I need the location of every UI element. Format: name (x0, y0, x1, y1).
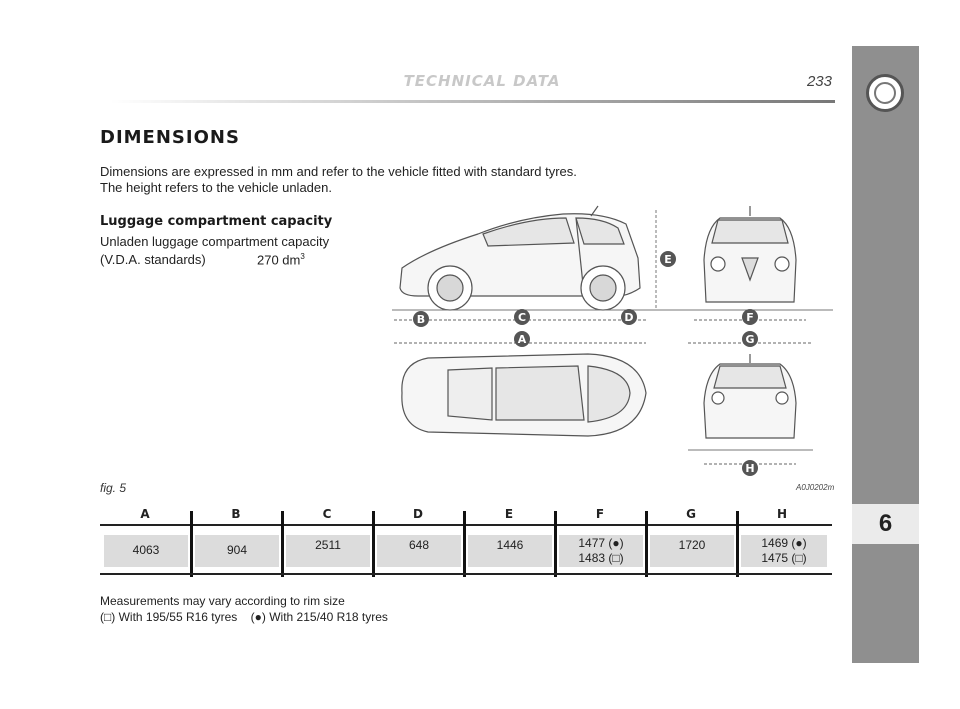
cell-value-a: 4063 (132, 543, 160, 557)
dimension-marker-h-label: H (745, 462, 754, 475)
column-divider (736, 511, 739, 577)
column-divider (281, 511, 284, 577)
table-cell (104, 535, 188, 567)
dimension-marker-c-label: C (518, 311, 526, 324)
dimension-marker-a-label: A (518, 333, 527, 346)
column-header-b: B (231, 507, 241, 521)
table-cell (377, 535, 461, 567)
column-header-a: A (140, 507, 150, 521)
cell-value-f-2: 1483 (□) (578, 551, 624, 565)
table-cell (468, 535, 552, 567)
table-cell (286, 535, 370, 567)
luggage-line: Unladen luggage compartment capacity (100, 234, 330, 249)
column-divider (554, 511, 557, 577)
page-number: 233 (806, 73, 832, 90)
table-cell (741, 535, 827, 567)
dimension-marker-f-label: F (746, 311, 754, 324)
table-bottom-rule (100, 573, 832, 575)
dimension-marker-c: C (514, 309, 530, 325)
chapter-sidebar (852, 46, 919, 663)
column-header-d: D (413, 507, 423, 521)
column-divider (463, 511, 466, 577)
dimension-marker-g-label: G (745, 333, 754, 346)
cell-value-h-2: 1475 (□) (761, 551, 807, 565)
cell-value-h-1: 1469 (●) (761, 536, 807, 550)
intro-line: Dimensions are expressed in mm and refer… (100, 164, 577, 179)
luggage-heading: Luggage compartment capacity (100, 214, 333, 229)
intro-line: The height refers to the vehicle unladen… (100, 180, 332, 195)
brand-logo-icon (866, 74, 904, 112)
rear-view-car (703, 354, 797, 439)
dimension-marker-d-label: D (624, 311, 633, 324)
intro-text: Dimensions are expressed in mm and refer… (100, 164, 577, 196)
column-header-c: C (322, 507, 332, 521)
column-header-e: E (504, 507, 514, 521)
figure-code: A0J0202m (796, 483, 835, 492)
dimension-marker-b-label: B (417, 313, 425, 326)
header-rule (110, 100, 835, 103)
luggage-capacity-number: 270 dm (257, 252, 301, 268)
luggage-standard-label: (V.D.A. standards) (100, 252, 206, 267)
cell-value-e: 1446 (496, 538, 524, 552)
footnote-legend: (□) With 195/55 R16 tyres (●) With 215/4… (100, 610, 388, 624)
luggage-capacity-sup: 3 (300, 252, 305, 261)
table-cell (559, 535, 643, 567)
figure-label: fig. 5 (100, 481, 127, 495)
footnote-line: Measurements may vary according to rim s… (100, 594, 345, 608)
table-cell (195, 535, 279, 567)
cell-value-f-1: 1477 (●) (578, 536, 624, 550)
section-header: TECHNICAL DATA (403, 72, 561, 90)
column-header-h: H (776, 507, 788, 521)
dimension-marker-d: D (621, 309, 637, 325)
cell-value-c: 2511 (315, 538, 341, 552)
page-title: DIMENSIONS (100, 127, 240, 148)
dimension-marker-f: F (742, 309, 758, 325)
luggage-capacity-value: 270 dm3 (257, 252, 305, 267)
column-header-f: F (595, 507, 605, 521)
chapter-tab[interactable]: 6 (852, 504, 919, 544)
dimension-marker-a: A (514, 331, 530, 347)
cell-value-d: 648 (408, 538, 430, 552)
dimension-marker-e-label: E (664, 253, 672, 266)
dimension-marker-g: G (742, 331, 758, 347)
column-divider (190, 511, 193, 577)
side-view-car (399, 205, 641, 311)
vehicle-dimension-drawing: B C D A E F G H (392, 205, 833, 476)
table-top-rule (100, 524, 832, 526)
dimension-marker-b: B (413, 311, 429, 327)
footnotes: Measurements may vary according to rim s… (100, 593, 388, 625)
dimension-marker-h: H (742, 460, 758, 476)
cell-value-b: 904 (226, 543, 248, 557)
dimension-marker-e: E (660, 251, 676, 267)
column-header-g: G (686, 507, 696, 521)
top-view-car (401, 353, 647, 437)
column-divider (645, 511, 648, 577)
table-cell (650, 535, 734, 567)
front-view-car (703, 206, 797, 303)
column-divider (372, 511, 375, 577)
cell-value-g: 1720 (678, 538, 706, 552)
